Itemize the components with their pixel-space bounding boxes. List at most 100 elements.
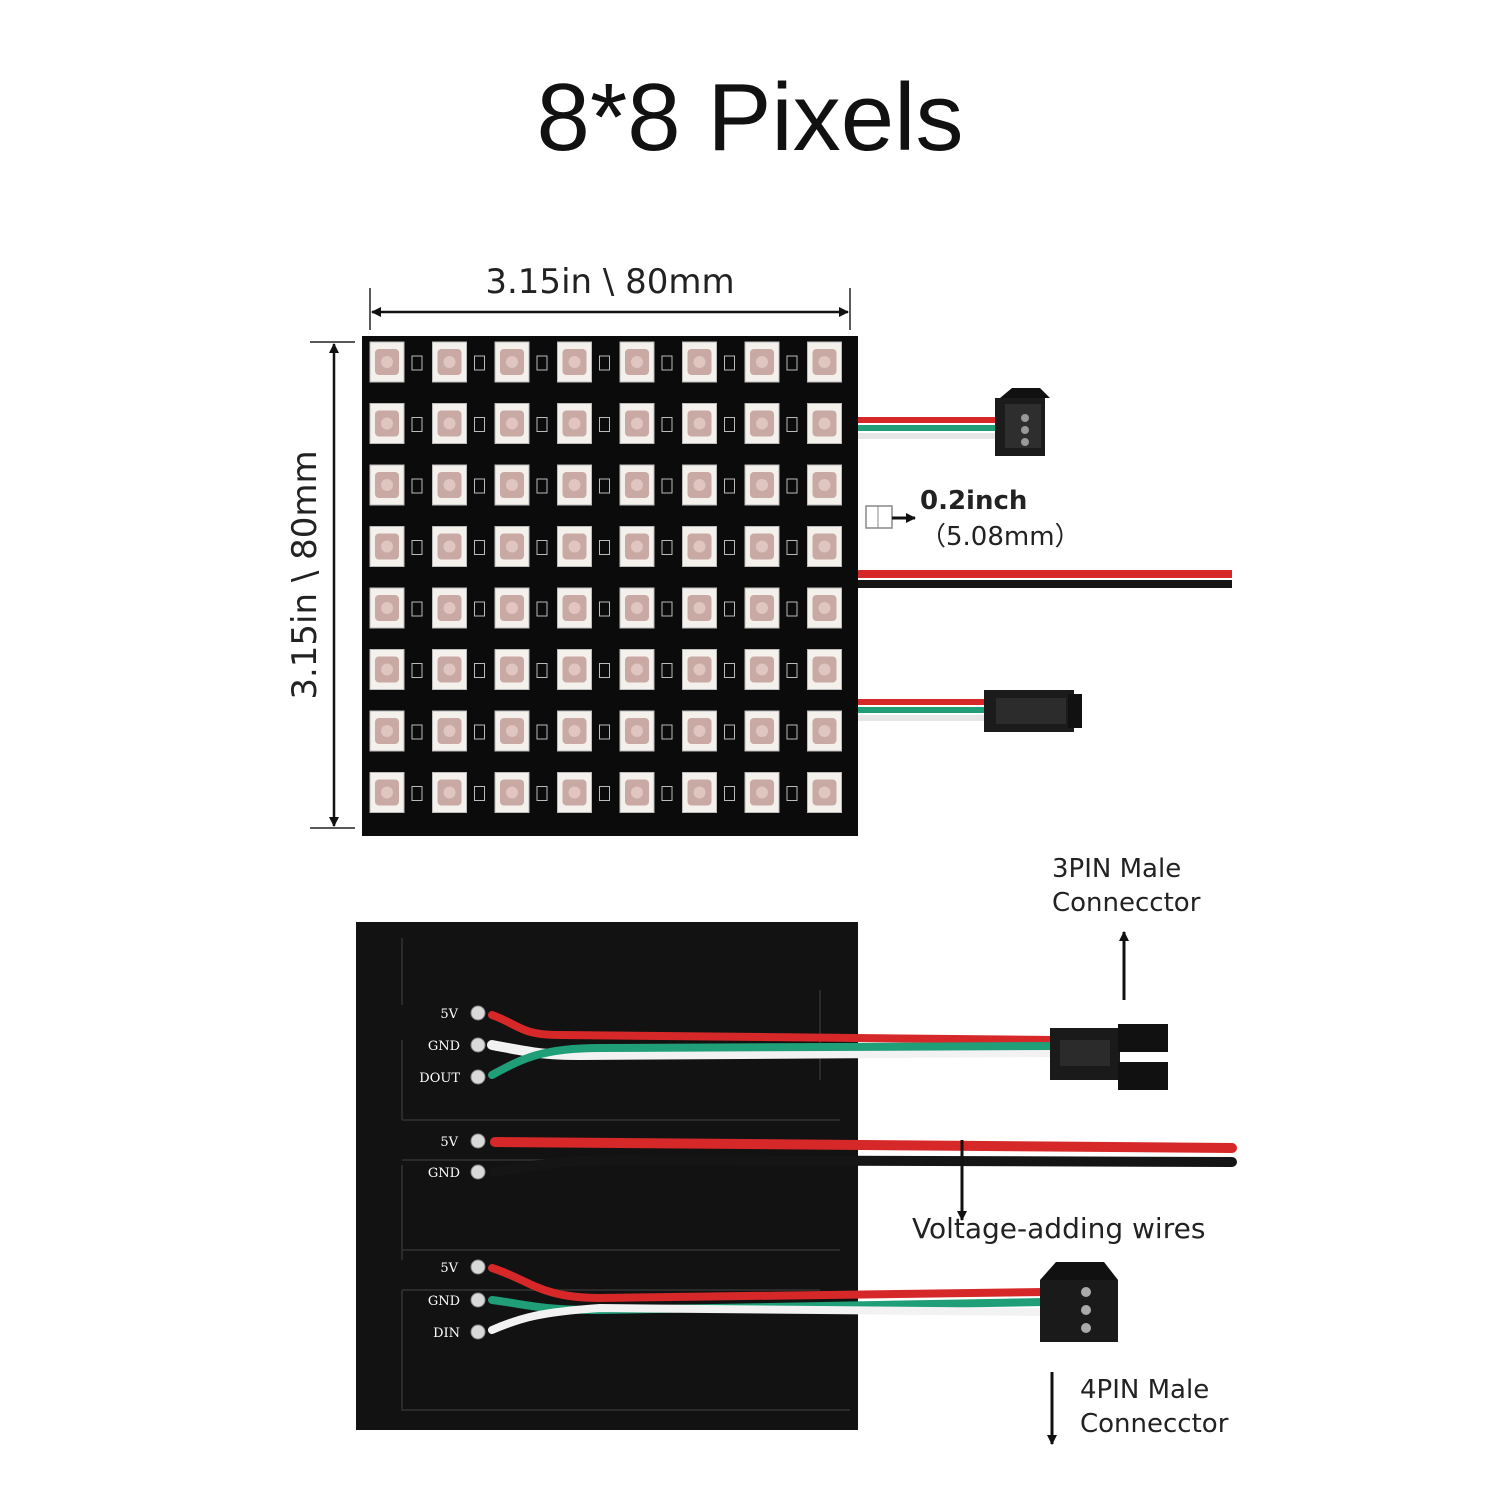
pitch-mm: （5.08mm） — [920, 522, 1081, 553]
led-pixel — [432, 772, 467, 813]
resistor-capacitor — [411, 417, 423, 432]
resistor-capacitor — [661, 355, 673, 371]
led-pixel — [807, 587, 842, 629]
led-pixel — [744, 341, 780, 383]
pad-label: GND — [428, 1039, 460, 1054]
resistor-capacitor — [536, 478, 548, 494]
front-4pin-wires — [858, 699, 990, 721]
resistor-capacitor — [786, 478, 798, 494]
resistor-capacitor — [411, 601, 423, 617]
width-dimension-arrow — [369, 288, 851, 330]
resistor-capacitor — [474, 601, 485, 617]
connector-4pin-label: 4PIN Male Connecctor — [1080, 1374, 1228, 1442]
resistor-capacitor — [536, 540, 548, 555]
led-pixel — [744, 587, 780, 629]
resistor-capacitor — [724, 786, 735, 801]
led-pixel — [682, 587, 717, 629]
resistor-capacitor — [786, 540, 798, 555]
resistor-capacitor — [661, 417, 673, 432]
resistor-capacitor — [536, 601, 548, 617]
resistor-capacitor — [599, 601, 610, 617]
resistor-capacitor — [724, 601, 735, 617]
led-pixel — [744, 464, 780, 506]
height-dimension-label: 3.15in \ 80mm — [285, 450, 325, 700]
led-pixel — [494, 403, 530, 444]
resistor-capacitor — [599, 724, 610, 740]
resistor-capacitor — [536, 663, 548, 678]
pad-label: GND — [428, 1294, 460, 1309]
page-title: 8*8 Pixels — [536, 64, 964, 171]
led-pixel — [494, 464, 530, 506]
pad-label: 5V — [440, 1261, 458, 1276]
led-pixel — [807, 710, 842, 752]
resistor-capacitor — [786, 417, 798, 432]
led-pixel — [619, 772, 655, 813]
led-pixel — [619, 649, 655, 690]
led-pixel — [494, 526, 530, 567]
led-pixel — [494, 649, 530, 690]
resistor-capacitor — [536, 724, 548, 740]
resistor-capacitor — [599, 663, 610, 678]
resistor-capacitor — [536, 786, 548, 801]
led-pixel — [432, 341, 467, 383]
resistor-capacitor — [661, 724, 673, 740]
resistor-capacitor — [724, 417, 735, 432]
connector-4pin-line1: 4PIN Male — [1080, 1375, 1210, 1405]
resistor-capacitor — [474, 663, 485, 678]
resistor-capacitor — [411, 540, 423, 555]
pad-label: DIN — [433, 1326, 460, 1341]
pad-label: DOUT — [419, 1071, 460, 1086]
led-pixel — [494, 710, 530, 752]
front-4pin-connector — [984, 690, 1082, 732]
led-pixel — [682, 526, 717, 567]
led-pixel — [432, 464, 467, 506]
resistor-capacitor — [599, 355, 610, 371]
led-pixel — [494, 587, 530, 629]
resistor-capacitor — [599, 478, 610, 494]
led-pixel — [369, 649, 405, 690]
led-pixel — [432, 649, 467, 690]
led-pixel — [557, 710, 592, 752]
resistor-capacitor — [536, 417, 548, 432]
resistor-capacitor — [724, 478, 735, 494]
resistor-capacitor — [474, 417, 485, 432]
resistor-capacitor — [786, 724, 798, 740]
led-pixel — [807, 772, 842, 813]
led-pixel — [619, 341, 655, 383]
led-pixel — [619, 526, 655, 567]
led-pixel — [557, 649, 592, 690]
pitch-label: 0.2inch （5.08mm） — [920, 483, 1081, 556]
led-pixel — [369, 710, 405, 752]
led-pixel — [619, 403, 655, 444]
resistor-capacitor — [724, 663, 735, 678]
led-pixel — [369, 403, 405, 444]
resistor-capacitor — [474, 478, 485, 494]
led-pixel — [494, 341, 530, 383]
resistor-capacitor — [474, 540, 485, 555]
led-pixel — [557, 587, 592, 629]
led-matrix-board-back — [356, 922, 858, 1430]
resistor-capacitor — [661, 601, 673, 617]
solder-pads — [470, 1005, 486, 1340]
resistor-capacitor — [786, 355, 798, 371]
led-pixel — [807, 649, 842, 690]
led-pixel — [557, 526, 592, 567]
pad-label: 5V — [440, 1135, 458, 1150]
connector-3pin-line2: Connecctor — [1052, 887, 1201, 918]
back-power-wires — [490, 1137, 1237, 1177]
led-pixel — [744, 403, 780, 444]
back-3pin-wires — [487, 1011, 1060, 1079]
resistor-capacitor — [411, 724, 423, 740]
front-power-wires — [858, 570, 1232, 588]
led-pixel — [369, 464, 405, 506]
led-pixel — [807, 341, 842, 383]
resistor-capacitor — [474, 724, 485, 740]
resistor-capacitor — [661, 478, 673, 494]
led-pixel — [557, 772, 592, 813]
led-pixel — [807, 526, 842, 567]
resistor-capacitor — [536, 355, 548, 371]
led-pixel — [682, 341, 717, 383]
led-pixel — [619, 710, 655, 752]
led-pixel — [432, 710, 467, 752]
